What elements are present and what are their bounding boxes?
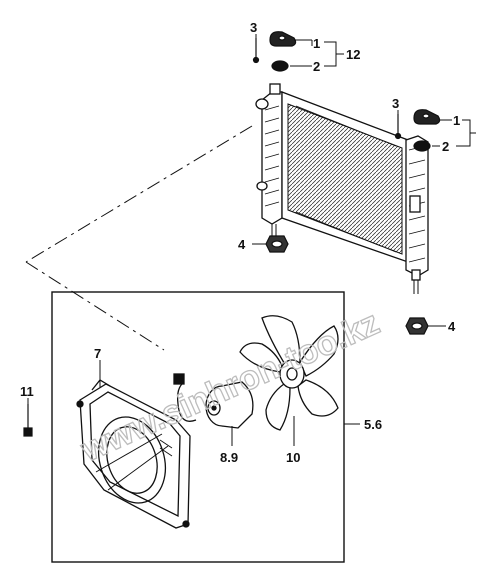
callout-1-top: 1 <box>313 36 320 51</box>
callout-4-left: 4 <box>238 237 246 252</box>
callout-4-right: 4 <box>448 319 456 334</box>
callout-2-top: 2 <box>313 59 320 74</box>
leader-lines <box>27 34 476 446</box>
callout-3-top: 3 <box>250 20 257 35</box>
upper-bracket-right <box>394 109 441 152</box>
callout-2-right: 2 <box>442 139 449 154</box>
callout-12: 12 <box>346 47 360 62</box>
lower-insulator-left <box>265 235 289 253</box>
lower-insulator-right <box>405 317 429 335</box>
callout-7: 7 <box>94 346 101 361</box>
callout-labels: 1 2 3 12 1 2 3 4 4 7 11 8.9 10 5.6 <box>20 20 460 465</box>
watermark-text: www.sinhron-too.kz <box>75 304 385 470</box>
fan-assembly-frame <box>51 291 345 563</box>
fan-motor <box>173 373 254 429</box>
fan-blade <box>239 315 339 431</box>
callout-5-6: 5.6 <box>364 417 382 432</box>
radiator <box>255 83 429 294</box>
callout-8-9: 8.9 <box>220 450 238 465</box>
upper-bracket-top <box>252 31 297 72</box>
callout-10: 10 <box>286 450 300 465</box>
shroud-bolt <box>23 404 33 437</box>
callout-3-right: 3 <box>392 96 399 111</box>
assembly-guide-lines <box>25 125 253 351</box>
fan-shroud <box>76 379 191 529</box>
callout-1-right: 1 <box>453 113 460 128</box>
callout-11: 11 <box>20 384 34 399</box>
